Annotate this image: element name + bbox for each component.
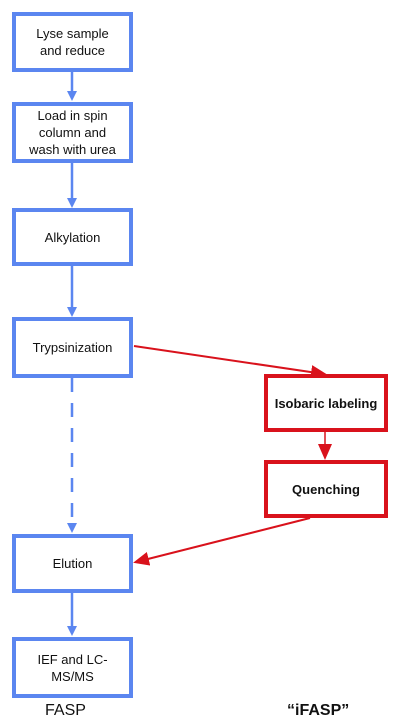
step-isobaric-labeling: Isobaric labeling [264,374,388,432]
step-lyse-sample: Lyse sample and reduce [12,12,133,72]
step-alkylation: Alkylation [12,208,133,266]
fasp-label: FASP [45,702,86,719]
ifasp-label: “iFASP” [287,702,350,719]
step-trypsinization: Trypsinization [12,317,133,378]
arrow-trypsinization-to-labeling [133,345,327,380]
arrow-quenching-to-elution [133,517,311,566]
step-quenching: Quenching [264,460,388,518]
step-ief-lc-ms: IEF and LC-MS/MS [12,637,133,698]
step-load-spin-column: Load in spin column and wash with urea [12,102,133,163]
step-elution: Elution [12,534,133,593]
